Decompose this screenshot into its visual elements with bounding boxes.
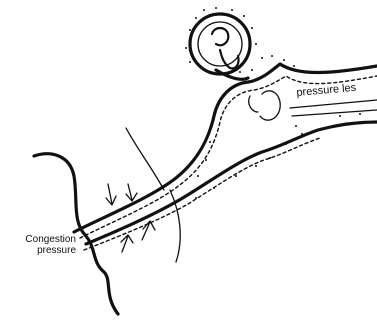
- arrow-up-2: [142, 221, 155, 240]
- arrow-up-1: [121, 235, 133, 252]
- stipple-dots: [185, 7, 361, 199]
- channel-line-2: [292, 110, 377, 116]
- chamber-hook: [249, 96, 258, 112]
- arrow-down-2: [126, 184, 137, 201]
- bulb-core: [212, 28, 228, 45]
- vessel-upper-dash: [80, 76, 377, 238]
- congestion-line1: Congestion: [0, 234, 76, 245]
- channel-line: [290, 100, 377, 108]
- bulb-outer: [190, 14, 250, 74]
- congestion-line2: pressure: [0, 245, 76, 256]
- vessel-lower-wall: [86, 122, 377, 244]
- vessel-lower-dash: [84, 138, 320, 250]
- arrows-down: [106, 184, 137, 205]
- tissue-flank: [126, 128, 164, 190]
- chamber: [260, 91, 280, 120]
- arrow-down-1: [106, 184, 116, 205]
- congestion-pressure-label: Congestion pressure: [0, 234, 76, 256]
